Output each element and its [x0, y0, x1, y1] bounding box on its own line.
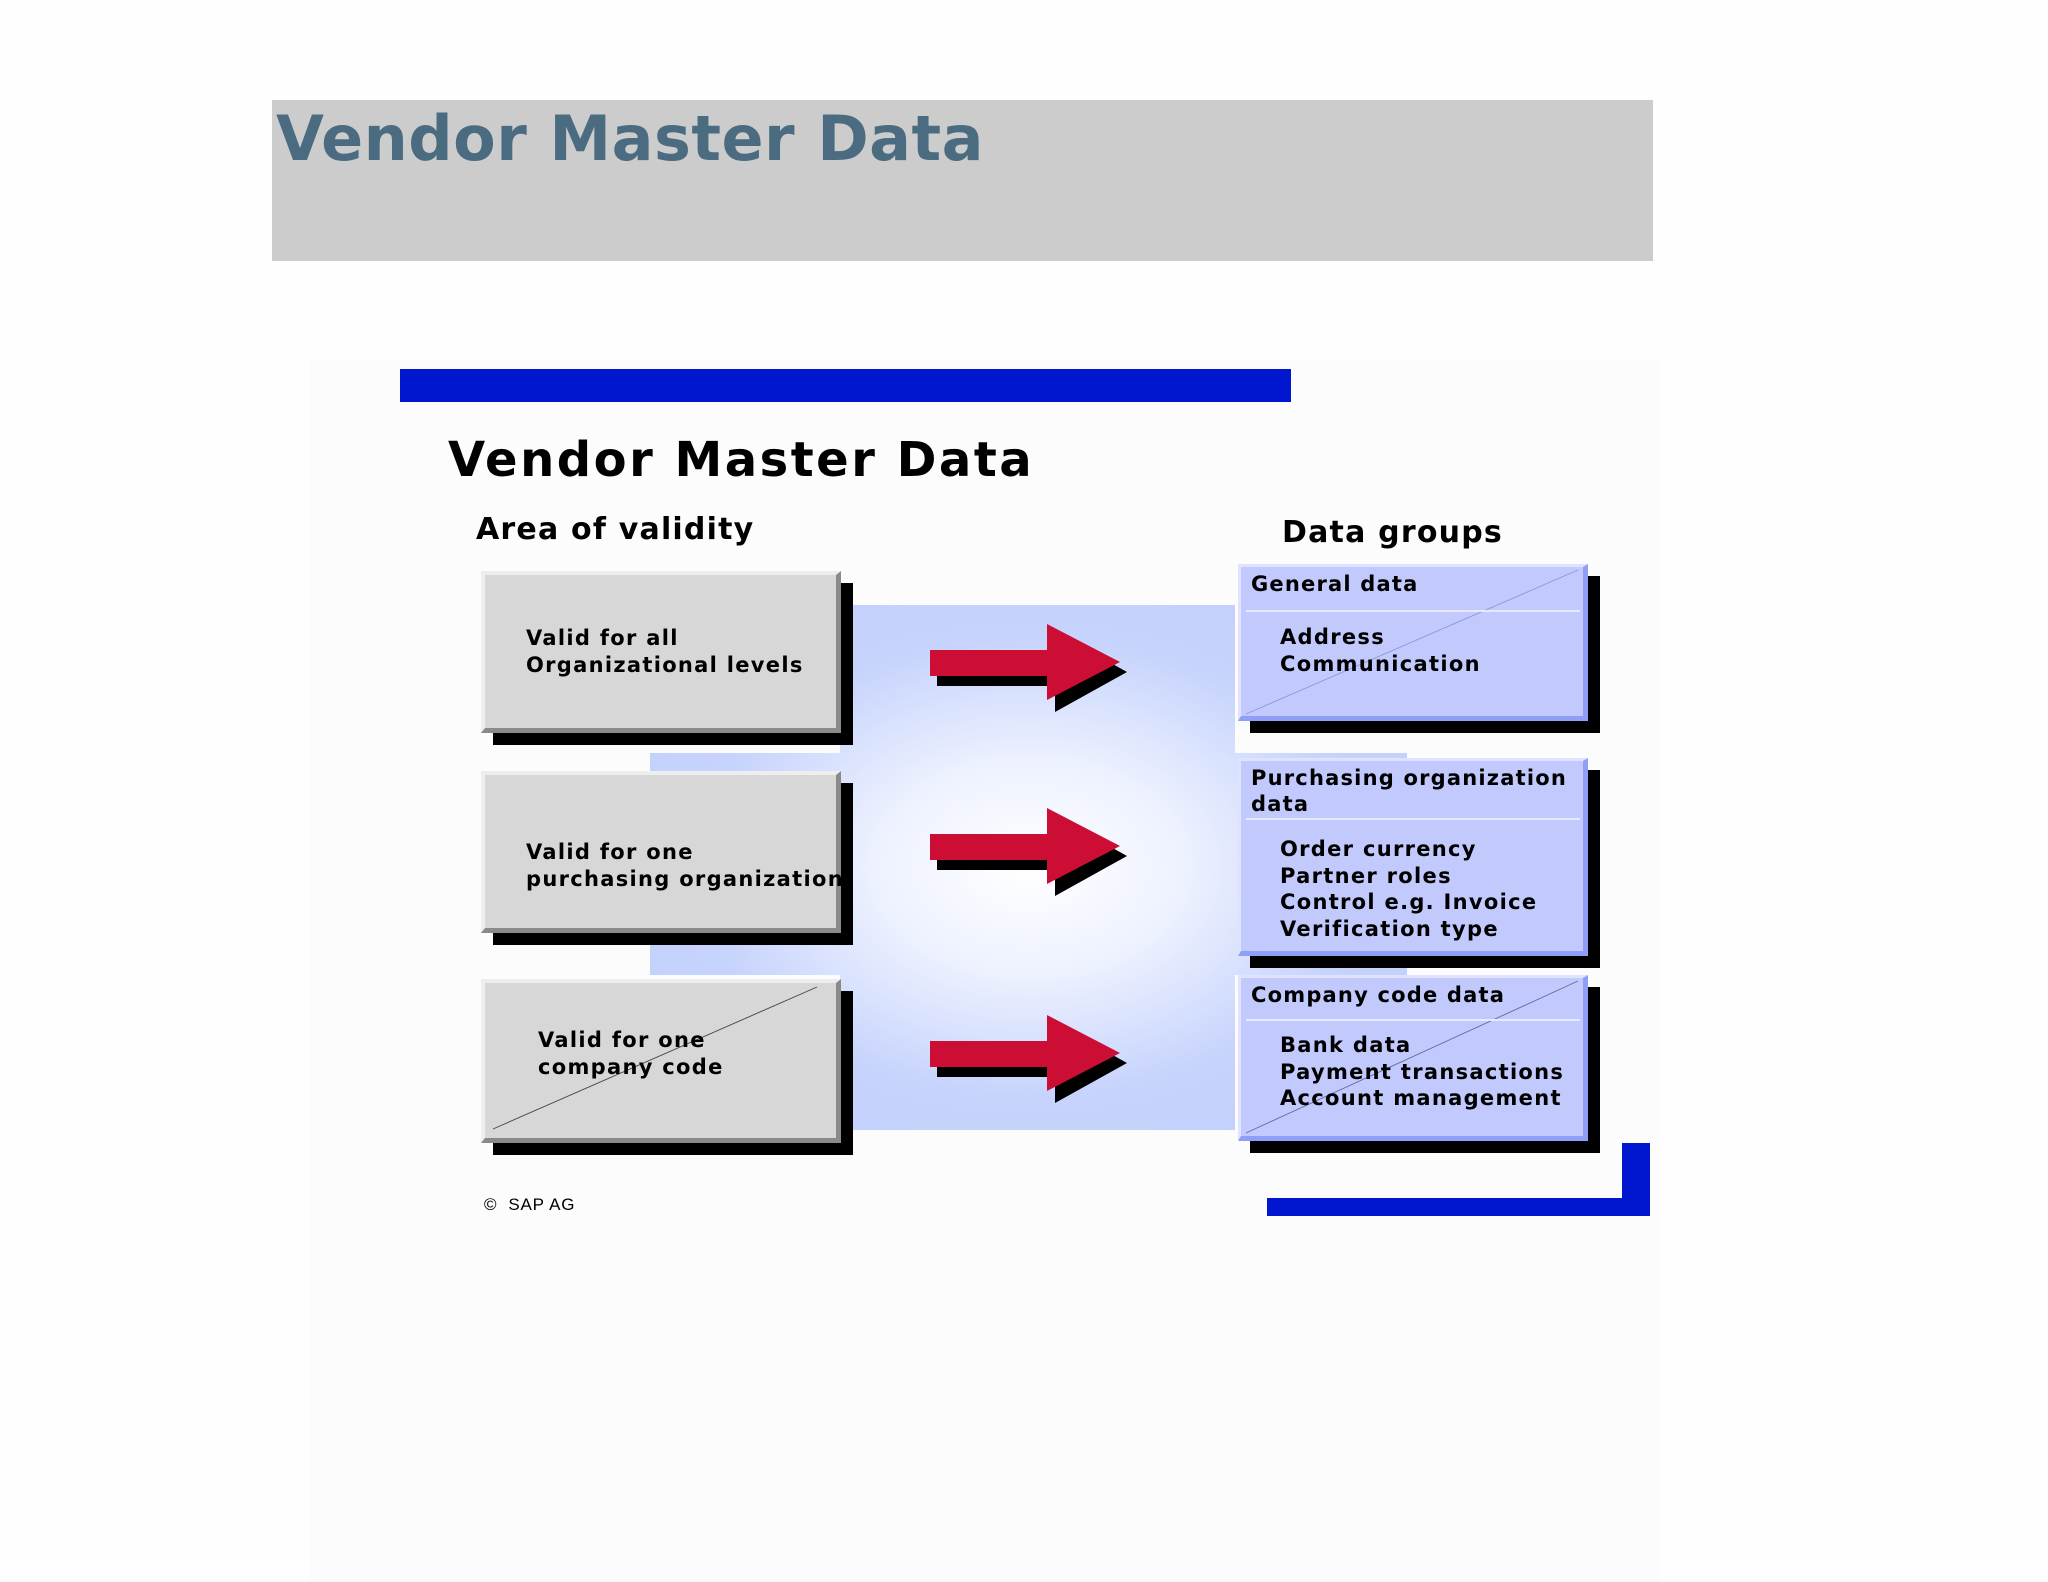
data-group-item: Order currency	[1280, 837, 1477, 861]
copyright-symbol: ©	[484, 1195, 498, 1214]
data-group-items: Address Communication	[1280, 624, 1481, 677]
box-face	[481, 771, 841, 933]
validity-label: Valid for one company code	[538, 1027, 724, 1081]
diagonal-line	[1245, 569, 1579, 715]
data-group-items: Bank data Payment transactions Account m…	[1280, 1032, 1564, 1112]
data-group-title-line: Purchasing organization	[1251, 766, 1568, 790]
data-group-title: Company code data	[1251, 982, 1505, 1008]
data-group-company-code-data: Company code data Bank data Payment tran…	[1238, 975, 1600, 1153]
right-arrow-icon	[930, 624, 1127, 712]
data-group-purchasing-org-data: Purchasing organization data Order curre…	[1238, 758, 1600, 968]
validity-label-line: Valid for one	[526, 840, 694, 864]
right-arrow-icon	[930, 808, 1127, 896]
data-group-item: Payment transactions	[1280, 1059, 1565, 1084]
validity-box-company-code: Valid for one company code	[481, 979, 853, 1155]
data-group-title-line: General data	[1251, 572, 1419, 596]
data-groups-heading: Data groups	[1282, 515, 1503, 550]
data-group-item: Bank data	[1280, 1033, 1412, 1057]
header-title: Vendor Master Data	[276, 102, 984, 175]
bottom-accent-bar	[1267, 1198, 1650, 1216]
data-group-title-line: Company code data	[1251, 983, 1506, 1007]
data-group-item: Communication	[1280, 651, 1481, 676]
data-group-title: General data	[1251, 571, 1419, 597]
validity-box-all-org-levels: Valid for all Organizational levels	[481, 571, 853, 745]
data-group-item: Control e.g. Invoice	[1280, 890, 1538, 914]
data-group-separator	[1246, 818, 1580, 820]
copyright-text: SAP AG	[508, 1195, 576, 1214]
box-face	[481, 979, 841, 1143]
data-group-item: Verification type	[1280, 916, 1499, 941]
validity-label: Valid for all Organizational levels	[526, 625, 804, 679]
box-face	[481, 571, 841, 733]
data-group-item: Partner roles	[1280, 863, 1452, 888]
validity-label-line: Valid for one	[538, 1028, 706, 1052]
validity-label-line: Valid for all	[526, 626, 679, 650]
data-group-title: Purchasing organization data	[1251, 765, 1567, 817]
box-face	[1238, 564, 1588, 721]
data-group-title-line: data	[1251, 792, 1310, 816]
data-group-separator	[1246, 610, 1580, 612]
validity-label-line: company code	[538, 1055, 724, 1079]
data-group-items: Order currency Partner roles Control e.g…	[1280, 836, 1537, 942]
top-accent-bar	[400, 369, 1291, 402]
validity-label-line: purchasing organization	[526, 867, 844, 891]
validity-label-line: Organizational levels	[526, 653, 804, 677]
data-group-item: Address	[1280, 625, 1386, 649]
right-arrow-icon	[930, 1015, 1127, 1103]
header-band: Vendor Master Data	[272, 100, 1653, 261]
validity-label: Valid for one purchasing organization	[526, 839, 844, 893]
bottom-accent-bar-vertical	[1622, 1143, 1650, 1216]
box-face	[1238, 758, 1588, 956]
copyright-notice: © SAP AG	[484, 1195, 575, 1215]
data-group-general-data: General data Address Communication	[1238, 564, 1600, 733]
area-of-validity-heading: Area of validity	[476, 512, 755, 547]
data-group-separator	[1246, 1019, 1580, 1021]
slide-title: Vendor Master Data	[448, 432, 1035, 488]
validity-box-purchasing-org: Valid for one purchasing organization	[481, 771, 853, 945]
diagonal-line	[492, 986, 818, 1130]
data-group-item: Account management	[1280, 1086, 1562, 1110]
diagonal-line	[1245, 980, 1579, 1134]
